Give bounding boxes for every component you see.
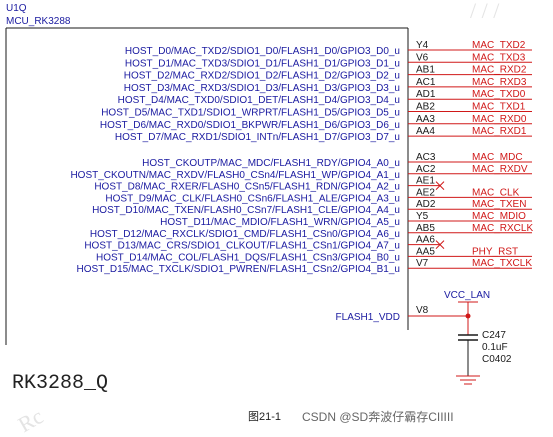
power-pin-name: FLASH1_VDD: [336, 312, 400, 323]
pin-number: AC2: [416, 164, 436, 175]
pin-number: AE2: [416, 187, 435, 198]
pin-function-label: HOST_D5/MAC_TXD1/SDIO1_WRPRT/FLASH1_D5/G…: [101, 108, 400, 119]
watermark-text: CSDN @SD奔波仔霸存CIIIII: [302, 410, 454, 424]
no-connect-mark: [435, 181, 445, 190]
pin-number: V6: [416, 52, 429, 63]
component-ref: U1Q: [6, 3, 27, 14]
pin-number: Y4: [416, 40, 429, 51]
ground-symbol: [456, 375, 480, 385]
pin-function-label: HOST_D9/MAC_CLK/FLASH0_CSn6/FLASH1_ALE/G…: [105, 193, 400, 204]
net-label: MAC_RXD0: [472, 114, 527, 125]
pin-function-label: HOST_D12/MAC_RXCLK/SDIO1_CMD/FLASH1_CSn0…: [90, 229, 400, 240]
pin-function-label: HOST_D7/MAC_RXD1/SDIO1_INTn/FLASH1_D7/GP…: [115, 132, 400, 143]
component-body: [5, 27, 409, 345]
pin-number: AA3: [416, 114, 435, 125]
pin-function-label: HOST_D0/MAC_TXD2/SDIO1_D0/FLASH1_D0/GPIO…: [125, 46, 400, 57]
figure-label: 图21-1: [248, 410, 281, 423]
pin-number: AB2: [416, 102, 435, 113]
pin-function-label: HOST_CKOUTN/MAC_RXDV/FLASH0_CSn4/FLASH1_…: [70, 170, 400, 181]
capacitor-symbol: [458, 334, 478, 376]
pin-function-label: HOST_D4/MAC_TXD0/SDIO1_DET/FLASH1_D4/GPI…: [118, 95, 400, 106]
pin-number: AC1: [416, 77, 436, 88]
pin-number: AC3: [416, 152, 436, 163]
pin-number: AA5: [416, 246, 435, 257]
pin-function-label: HOST_D13/MAC_CRS/SDIO1_CLKOUT/FLASH1_CSn…: [84, 241, 400, 252]
net-label: MAC_MDIO: [472, 211, 526, 222]
pin-number: AB1: [416, 65, 435, 76]
pin-function-label: HOST_D3/MAC_RXD3/SDIO1_D3/FLASH1_D3/GPIO…: [124, 83, 400, 94]
net-label: PHY_RST: [472, 246, 518, 257]
background-ghost-logo: Rc: [14, 403, 48, 437]
net-label: MAC_CLK: [472, 187, 520, 198]
pin-number: AB5: [416, 223, 435, 234]
net-label: MAC_TXEN: [472, 199, 526, 210]
pin-number: AE1: [416, 176, 435, 187]
net-label: MAC_RXDV: [472, 164, 528, 175]
vcc-net-label: VCC_LAN: [444, 290, 490, 301]
pin-function-label: HOST_D11/MAC_MDIO/FLASH1_WRN/GPIO4_A5_u: [160, 217, 400, 228]
net-label: MAC_RXD2: [472, 65, 527, 76]
pin-function-label: HOST_D8/MAC_RXER/FLASH0_CSn5/FLASH1_RDN/…: [94, 182, 400, 193]
net-label: MAC_TXD3: [472, 52, 526, 63]
net-label: MAC_TXCLK: [472, 258, 532, 269]
background-ghost-text: / / /: [470, 0, 500, 23]
net-label: MAC_RXD3: [472, 77, 527, 88]
pin-number: AD2: [416, 199, 436, 210]
net-label: MAC_TXD2: [472, 40, 526, 51]
pin-function-label: HOST_D1/MAC_TXD3/SDIO1_D1/FLASH1_D1/GPIO…: [125, 58, 400, 69]
pin-function-label: HOST_D14/MAC_COL/FLASH1_DQS/FLASH1_CSn3/…: [96, 252, 400, 263]
pin-function-label: HOST_D15/MAC_TXCLK/SDIO1_PWREN/FLASH1_CS…: [77, 264, 400, 275]
power-section: FLASH1_VDD V8 VCC_LAN C247 0.1uF C0402: [336, 290, 512, 385]
net-label: MAC_TXD0: [472, 89, 526, 100]
pin-function-label: HOST_D2/MAC_RXD2/SDIO1_D2/FLASH1_D2/GPIO…: [124, 71, 400, 82]
pin-number: Y5: [416, 211, 429, 222]
pin-number: AA4: [416, 126, 435, 137]
no-connect-mark: [435, 240, 445, 249]
pin-function-label: HOST_D6/MAC_RXD0/SDIO1_BKPWR/FLASH1_D6/G…: [100, 120, 400, 131]
net-label: MAC_RXCLK: [472, 223, 533, 234]
pin-number: V7: [416, 258, 429, 269]
net-label: MAC_RXD1: [472, 126, 527, 137]
power-pin-number: V8: [416, 305, 429, 316]
net-label: MAC_MDC: [472, 152, 523, 163]
part-label: RK3288_Q: [12, 372, 108, 395]
cap-package: C0402: [482, 354, 512, 365]
pin-number: AA6: [416, 235, 435, 246]
net-label: MAC_TXD1: [472, 102, 526, 113]
pin-number: AD1: [416, 89, 436, 100]
cap-value: 0.1uF: [482, 342, 508, 353]
pin-rows: HOST_D0/MAC_TXD2/SDIO1_D0/FLASH1_D0/GPIO…: [70, 40, 533, 275]
cap-ref: C247: [482, 330, 506, 341]
component-part: MCU_RK3288: [6, 16, 71, 27]
pin-function-label: HOST_D10/MAC_TXEN/FLASH0_CSn7/FLASH1_CLE…: [92, 205, 400, 216]
pin-function-label: HOST_CKOUTP/MAC_MDC/FLASH1_RDY/GPIO4_A0_…: [142, 158, 400, 169]
